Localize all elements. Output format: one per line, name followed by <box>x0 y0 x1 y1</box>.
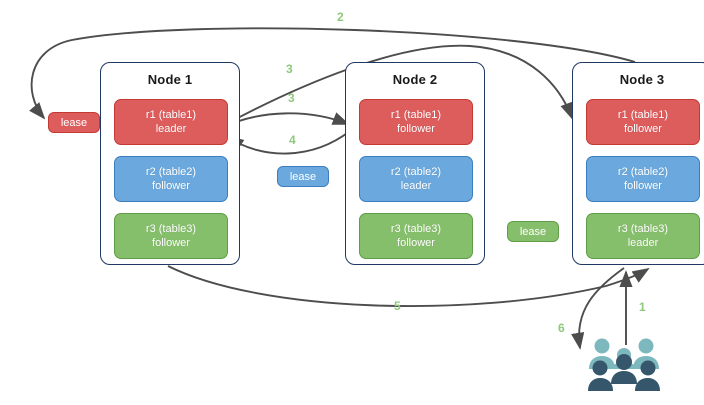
step-label-3b: 3 <box>288 91 295 105</box>
replica-name: r1 (table1) <box>145 109 197 121</box>
replica-name: r2 (table2) <box>145 166 197 178</box>
replica-box-r2[interactable]: r2 (table2) follower <box>586 156 700 202</box>
replica-role: follower <box>152 237 190 249</box>
replica-box-r2[interactable]: r2 (table2) follower <box>114 156 228 202</box>
replica-role: follower <box>624 180 662 192</box>
step-label-6: 6 <box>558 321 565 335</box>
replica-box-r3[interactable]: r3 (table3) follower <box>359 213 473 259</box>
replica-role: follower <box>397 123 435 135</box>
lease-badge-green[interactable]: lease <box>507 221 559 242</box>
replica-box-r1[interactable]: r1 (table1) follower <box>586 99 700 145</box>
node-title: Node 3 <box>619 72 665 87</box>
node-title: Node 2 <box>392 72 438 87</box>
lease-badge-blue[interactable]: lease <box>277 166 329 187</box>
step-label-3a: 3 <box>286 62 293 76</box>
step-label-4: 4 <box>289 133 296 147</box>
step-label-2: 2 <box>337 10 344 24</box>
replica-name: r2 (table2) <box>617 166 669 178</box>
replica-name: r3 (table3) <box>617 223 669 235</box>
replica-name: r1 (table1) <box>617 109 669 121</box>
step-label-1: 1 <box>639 300 646 314</box>
replica-role: follower <box>397 237 435 249</box>
node-title: Node 1 <box>147 72 193 87</box>
users-group-icon <box>588 338 660 391</box>
replica-role: follower <box>152 180 190 192</box>
replica-name: r1 (table1) <box>390 109 442 121</box>
step-label-5: 5 <box>394 299 401 313</box>
replica-box-r2[interactable]: r2 (table2) leader <box>359 156 473 202</box>
replica-role: follower <box>624 123 662 135</box>
replica-box-r1[interactable]: r1 (table1) follower <box>359 99 473 145</box>
replica-box-r3[interactable]: r3 (table3) leader <box>586 213 700 259</box>
replica-role: leader <box>627 237 659 249</box>
edge-step-5 <box>167 265 650 308</box>
node-card-3[interactable]: Node 3 r1 (table1) follower r2 (table2) … <box>572 62 704 265</box>
node-card-2[interactable]: Node 2 r1 (table1) follower r2 (table2) … <box>345 62 485 265</box>
replica-name: r2 (table2) <box>390 166 442 178</box>
replica-box-r3[interactable]: r3 (table3) follower <box>114 213 228 259</box>
lease-badge-red[interactable]: lease <box>48 112 100 133</box>
replica-role: leader <box>400 180 432 192</box>
replica-name: r3 (table3) <box>390 223 442 235</box>
replica-box-r1[interactable]: r1 (table1) leader <box>114 99 228 145</box>
node-card-1[interactable]: Node 1 r1 (table1) leader r2 (table2) fo… <box>100 62 240 265</box>
replica-role: leader <box>155 123 187 135</box>
replica-name: r3 (table3) <box>145 223 197 235</box>
